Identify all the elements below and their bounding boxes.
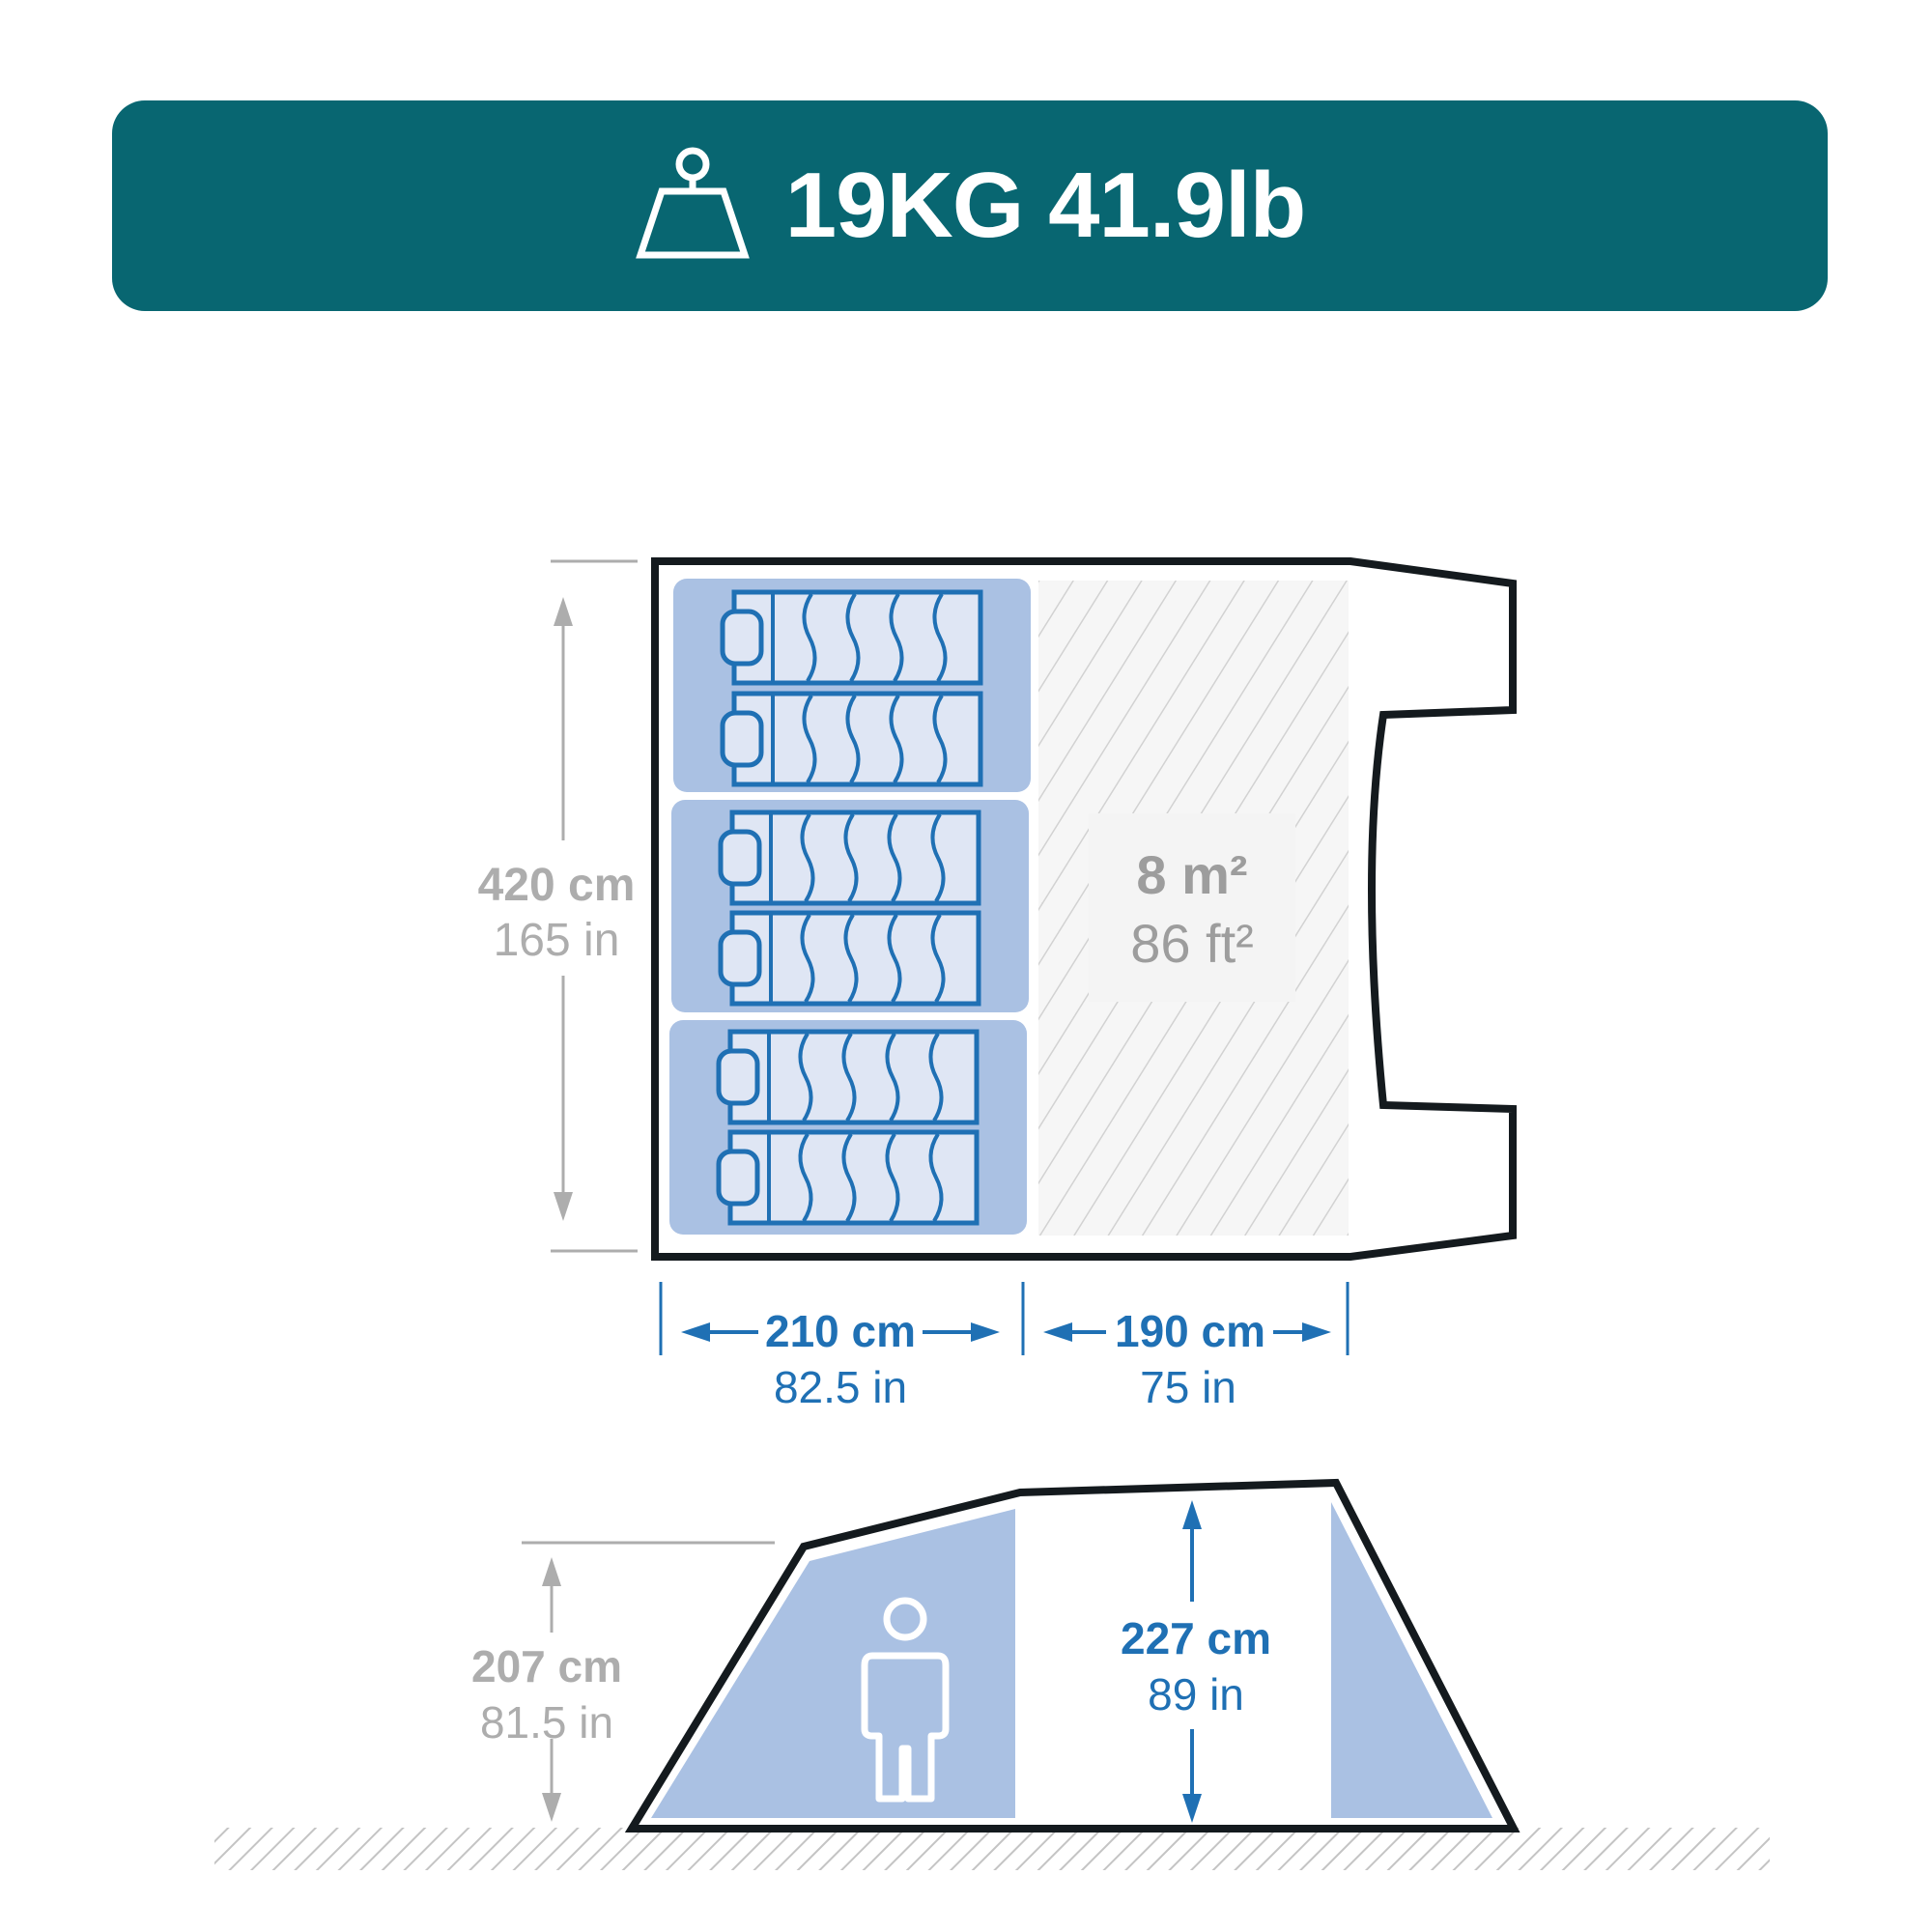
area-ft2: 86 ft²: [1130, 913, 1254, 974]
bed: [719, 1032, 977, 1122]
living-height-cm: 227 cm: [1121, 1613, 1271, 1663]
bed: [721, 812, 979, 903]
side-view: 207 cm 81.5 in 227 cm 89 in: [214, 1478, 1770, 1870]
floor-plan: 8 m² 86 ft² 420 cm 165 in 210 cm 82.5 in: [478, 557, 1517, 1412]
area-m2: 8 m²: [1136, 844, 1247, 905]
bedroom-height-in: 81.5 in: [480, 1697, 613, 1747]
weight-icon: [635, 147, 750, 259]
bedroom-side-left: [651, 1509, 1015, 1818]
bedroom-height-cm: 207 cm: [471, 1641, 622, 1691]
bedroom-side-right: [1331, 1502, 1492, 1818]
depth-in: 165 in: [494, 915, 620, 966]
bedroom-width-in: 82.5 in: [774, 1362, 907, 1412]
bed: [721, 913, 979, 1004]
person-icon: [861, 1597, 950, 1803]
living-width-cm: 190 cm: [1115, 1306, 1265, 1356]
area-label-box: [1089, 813, 1295, 1002]
bedroom-width-cm: 210 cm: [765, 1306, 916, 1356]
depth-cm: 420 cm: [478, 860, 636, 911]
bed: [723, 694, 980, 784]
bed: [723, 592, 980, 683]
bed: [719, 1132, 977, 1223]
weight-value: 19KG 41.9lb: [784, 154, 1307, 257]
living-width-in: 75 in: [1140, 1362, 1236, 1412]
weight-banner: 19KG 41.9lb: [112, 100, 1828, 311]
ground: [214, 1828, 1770, 1870]
living-height-in: 89 in: [1148, 1669, 1244, 1719]
